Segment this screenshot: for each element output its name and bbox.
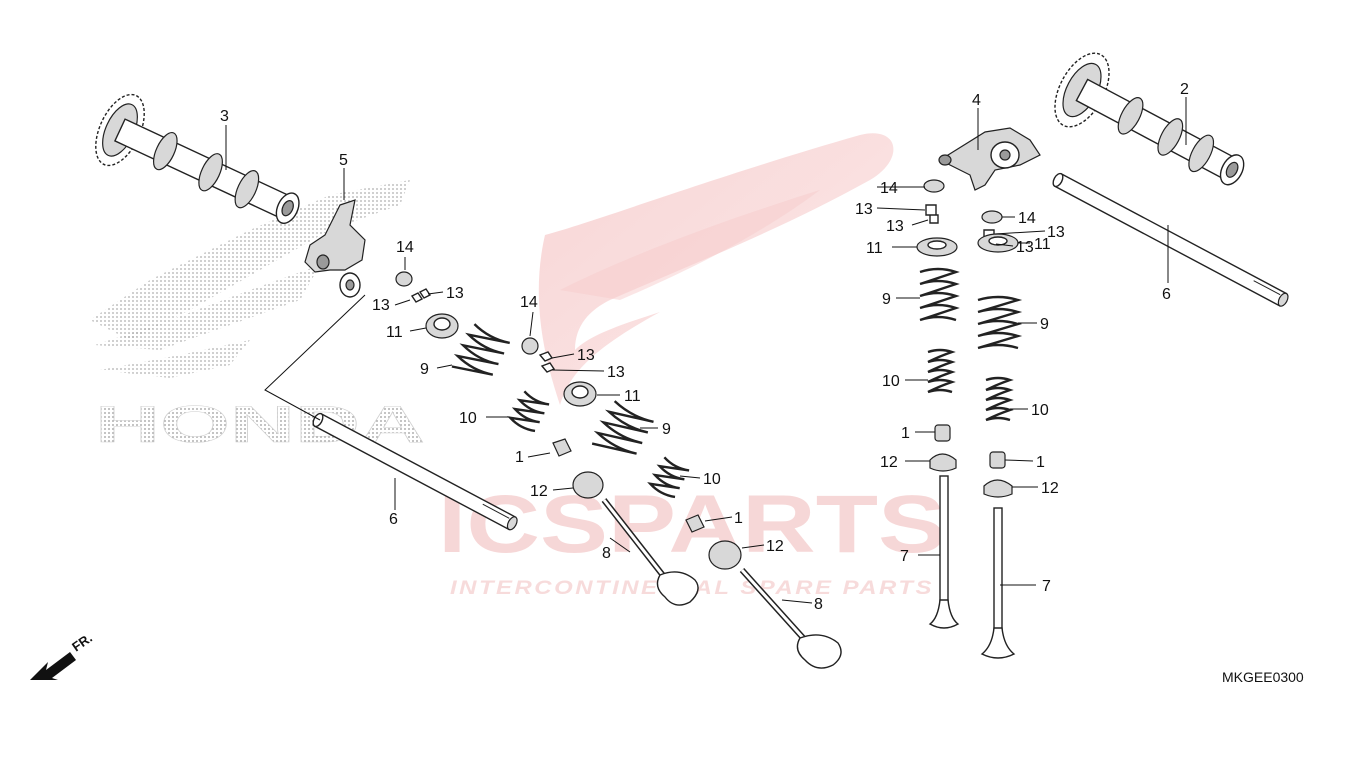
callout-1-a: 1 — [515, 449, 524, 466]
callout-12-a: 12 — [530, 483, 548, 500]
rocker-arm-4 — [938, 127, 1041, 191]
left-valve-train-a — [395, 271, 699, 606]
rocker-arm-5 — [304, 199, 366, 298]
callout-10-d: 10 — [1031, 402, 1049, 419]
callout-12-c: 12 — [880, 454, 898, 471]
callout-10-b: 10 — [703, 471, 721, 488]
spring-10-a — [507, 390, 550, 433]
camshaft-2 — [1054, 52, 1245, 186]
valve-7-b — [980, 507, 1016, 659]
right-valve-train-b — [977, 210, 1023, 659]
leader-lines — [225, 97, 1187, 604]
callout-7-left: 7 — [900, 548, 909, 565]
valve-8-b — [739, 567, 842, 669]
seat-12-b — [708, 540, 742, 570]
callout-13-e: 13 — [855, 201, 873, 218]
callout-3: 3 — [220, 108, 229, 125]
front-label: FR. — [69, 630, 95, 654]
callout-9-c: 9 — [882, 291, 891, 308]
cotter-13-c — [925, 204, 939, 224]
callout-5: 5 — [339, 152, 348, 169]
valve-8-a — [601, 498, 699, 606]
spring-9-b — [591, 400, 654, 455]
callout-9-d: 9 — [1040, 316, 1049, 333]
seat-12-d — [983, 479, 1013, 498]
shim-14-a — [395, 271, 413, 287]
callout-1-d: 1 — [1036, 454, 1045, 471]
callout-13-c: 13 — [577, 347, 595, 364]
callout-13-f: 13 — [886, 218, 904, 235]
callout-12-b: 12 — [766, 538, 784, 555]
shim-14-b — [521, 337, 539, 355]
rocker-shaft-6-left — [312, 412, 518, 531]
honda-background-text: HONDA — [95, 396, 425, 454]
callout-8-b: 8 — [814, 596, 823, 613]
callout-13-h: 13 — [1016, 239, 1034, 256]
spring-9-d — [977, 295, 1023, 350]
front-direction-arrow: FR. — [30, 630, 95, 680]
callout-11-d: 11 — [1034, 236, 1051, 253]
shim-14-d — [981, 210, 1003, 224]
callout-11-b: 11 — [624, 388, 641, 405]
callout-6-left: 6 — [389, 511, 398, 528]
seat-12-c — [929, 453, 957, 472]
spring-10-c — [927, 348, 956, 394]
callout-8-a: 8 — [602, 545, 611, 562]
callout-14-a: 14 — [396, 239, 414, 256]
callout-10-c: 10 — [882, 373, 900, 390]
callout-13-b: 13 — [372, 297, 390, 314]
cotter-13-a — [410, 288, 432, 303]
callout-9-b: 9 — [662, 421, 671, 438]
diagram-code: MKGEE0300 — [1222, 669, 1304, 685]
callout-7-right: 7 — [1042, 578, 1051, 595]
seal-1-d — [989, 451, 1006, 469]
spring-9-a — [451, 323, 510, 376]
seal-1-c — [934, 424, 951, 442]
callout-12-d: 12 — [1041, 480, 1059, 497]
seal-1-b — [685, 514, 705, 533]
camshaft-3 — [95, 93, 300, 224]
callout-13-d: 13 — [607, 364, 625, 381]
callout-labels: 3 2 4 5 6 6 7 7 8 8 14 13 13 11 9 10 1 1… — [220, 81, 1189, 613]
callout-13-g: 13 — [1047, 224, 1065, 241]
rocker-shaft-6-right — [1052, 172, 1289, 307]
shim-14-c — [923, 179, 945, 193]
callout-1-b: 1 — [734, 510, 743, 527]
spring-9-c — [919, 267, 960, 322]
callout-14-c: 14 — [880, 180, 898, 197]
callout-11-a: 11 — [386, 324, 403, 341]
left-valve-train-b — [521, 337, 842, 669]
callout-2: 2 — [1180, 81, 1189, 98]
callout-10-a: 10 — [459, 410, 477, 427]
seal-1-a — [552, 438, 572, 457]
right-valve-train-a — [916, 179, 960, 629]
valve-7-a — [928, 475, 960, 629]
callout-1-c: 1 — [901, 425, 910, 442]
seat-12-a — [572, 471, 604, 499]
honda-wing-logo: HONDA — [90, 180, 425, 454]
callout-4: 4 — [972, 92, 981, 109]
callout-11-c: 11 — [866, 240, 883, 257]
callout-14-b: 14 — [520, 294, 538, 311]
callout-9-a: 9 — [420, 361, 429, 378]
spring-10-b — [647, 456, 690, 499]
callout-13-a: 13 — [446, 285, 464, 302]
callout-6-right: 6 — [1162, 286, 1171, 303]
callout-14-d: 14 — [1018, 210, 1036, 227]
spring-10-d — [985, 376, 1014, 422]
